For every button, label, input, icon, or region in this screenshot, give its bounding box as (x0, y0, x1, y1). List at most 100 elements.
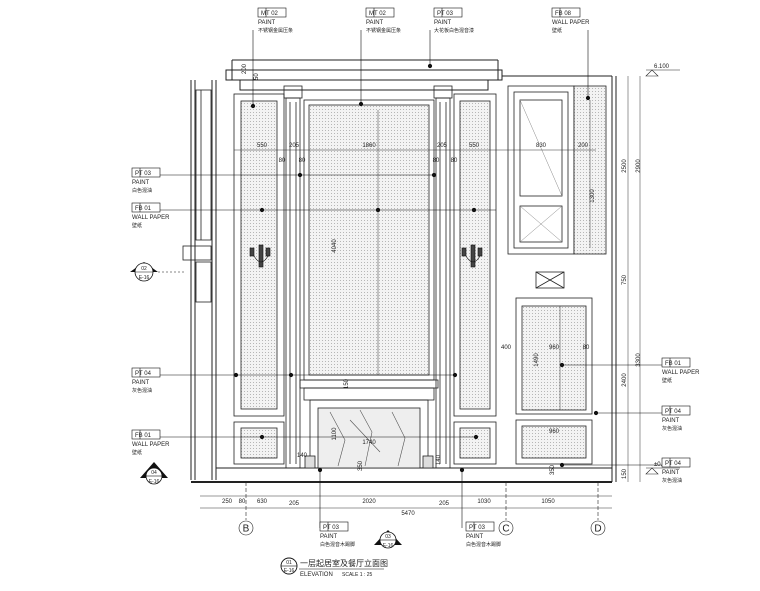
title-scale: SCALE 1 : 25 (342, 572, 373, 578)
vent-box (535, 271, 565, 289)
callout-type: PAINT (366, 20, 384, 26)
callout-type: PAINT (258, 20, 276, 26)
callout-code: PT 04 (665, 409, 682, 415)
title-block: 01 E-16 一层起居室及餐厅立面图 ELEVATION SCALE 1 : … (280, 557, 388, 578)
grid-axis-c: C (502, 524, 509, 535)
dim-right-3300: 3300 (636, 353, 642, 367)
level-marks (645, 69, 680, 475)
dim-right-750: 750 (622, 274, 628, 285)
callout-code: FB 01 (665, 361, 682, 367)
dim-960-b: 960 (549, 429, 560, 435)
dim-top-200: 200 (242, 63, 248, 74)
wall-sconce-right (461, 244, 483, 268)
lower-cabinet-panel (515, 297, 593, 465)
callout-note: 灰色混油 (662, 477, 682, 484)
dim-bottom-80: 80 (239, 499, 246, 505)
dim-80-b: 80 (299, 158, 306, 164)
dim-1860: 1860 (362, 143, 376, 149)
callout-type: WALL PAPER (552, 20, 590, 26)
callout-code: PT 03 (437, 11, 454, 17)
callout-code: FB 01 (135, 433, 152, 439)
callout-code: FB 08 (555, 11, 572, 17)
dim-80-c: 80 (433, 158, 440, 164)
dim-80-d: 80 (451, 158, 458, 164)
dim-1100: 1100 (332, 427, 338, 441)
dim-bottom-250: 250 (222, 499, 233, 505)
callout-type: PAINT (132, 380, 150, 386)
callout-note: 白色混音木踢脚 (466, 541, 501, 548)
callout-code: PT 04 (665, 461, 682, 467)
dim-top-50: 50 (254, 73, 260, 80)
callout-right-1: FB 01 WALL PAPER 壁纸 (661, 357, 700, 384)
callout-type: WALL PAPER (662, 370, 700, 376)
callout-note: 壁纸 (662, 377, 672, 384)
title-en: ELEVATION (300, 572, 333, 578)
level-top: 6.100 (654, 64, 670, 70)
dim-205-a: 205 (289, 143, 300, 149)
title-sheet: E-16 (284, 568, 295, 574)
wall-sconce-left (249, 244, 271, 268)
dim-205-b: 205 (437, 143, 448, 149)
dim-bottom-1030: 1030 (477, 499, 491, 505)
dim-400: 400 (501, 345, 512, 351)
callout-type: PAINT (434, 20, 452, 26)
fireplace (299, 379, 439, 469)
callout-type: WALL PAPER (132, 215, 170, 221)
left-pilaster (283, 85, 303, 469)
callout-top-1: MT 02 PAINT 不锈钢金属压条 (257, 7, 293, 34)
section-num: 04 (151, 470, 157, 476)
grid-axis-d: D (594, 524, 601, 535)
dim-140-b: 140 (436, 454, 442, 465)
section-marker-03: 03 E-16 (374, 530, 402, 549)
callout-type: WALL PAPER (132, 442, 170, 448)
dim-1300: 1300 (590, 189, 596, 203)
dim-bottom-205-b: 205 (439, 501, 450, 507)
dim-right-2500: 2500 (622, 159, 628, 173)
callout-code: MT 02 (261, 11, 279, 17)
callout-code: PT 03 (135, 171, 152, 177)
callout-code: MT 02 (369, 11, 387, 17)
callout-left-4: FB 01 WALL PAPER 壁纸 (131, 429, 170, 456)
callout-type: PAINT (662, 470, 680, 476)
dim-1740: 1740 (362, 440, 376, 446)
dimension-labels: 200 50 550 1860 550 205 205 80 80 80 80 … (222, 63, 642, 517)
callout-note: 灰色混油 (662, 425, 682, 432)
callout-note: 壁纸 (132, 222, 142, 229)
section-num: 03 (385, 534, 391, 540)
title-cn: 一层起居室及餐厅立面图 (300, 558, 388, 568)
dim-bottom-630: 630 (257, 499, 268, 505)
dim-960-a: 960 (549, 345, 560, 351)
grid-axis-b: B (243, 524, 250, 535)
callout-code: PT 04 (135, 371, 152, 377)
section-sheet: E-16 (149, 479, 160, 485)
callout-note: 白色混油 (132, 187, 152, 194)
callout-left-2: FB 01 WALL PAPER 壁纸 (131, 202, 170, 229)
dim-right-150: 150 (622, 468, 628, 479)
callout-left-1: PT 03 PAINT 白色混油 (131, 167, 161, 194)
dim-total-5470: 5470 (401, 511, 415, 517)
leader-lines (160, 30, 676, 528)
callout-type: PAINT (662, 418, 680, 424)
dim-550-left: 550 (257, 143, 268, 149)
dimension-lines (200, 76, 641, 509)
dim-350-r: 350 (550, 464, 556, 475)
callout-note: 大花板白色混音漆 (434, 27, 474, 34)
callout-top-2: MT 02 PAINT 不锈钢金属压条 (365, 7, 401, 34)
dim-right-2900: 2900 (636, 159, 642, 173)
callout-note: 壁纸 (132, 449, 142, 456)
dim-200: 200 (578, 143, 589, 149)
callout-code: FB 01 (135, 206, 152, 212)
callout-bottom-1: PT 03 PAINT 白色混音木踢脚 (319, 521, 355, 548)
center-wallpaper-panel (303, 99, 435, 381)
callout-code: PT 03 (469, 525, 486, 531)
callout-code: PT 03 (323, 525, 340, 531)
dim-80-a: 80 (279, 158, 286, 164)
upper-cabinet-door (507, 85, 607, 255)
section-num: 02 (141, 266, 147, 272)
section-sheet: E-16 (383, 543, 394, 549)
dim-80-r: 80 (583, 345, 590, 351)
dim-150-a: 150 (344, 378, 350, 389)
callout-note: 不锈钢金属压条 (366, 27, 401, 34)
callout-right-2: PT 04 PAINT 灰色混油 (661, 405, 691, 432)
grid-axes (238, 482, 606, 536)
